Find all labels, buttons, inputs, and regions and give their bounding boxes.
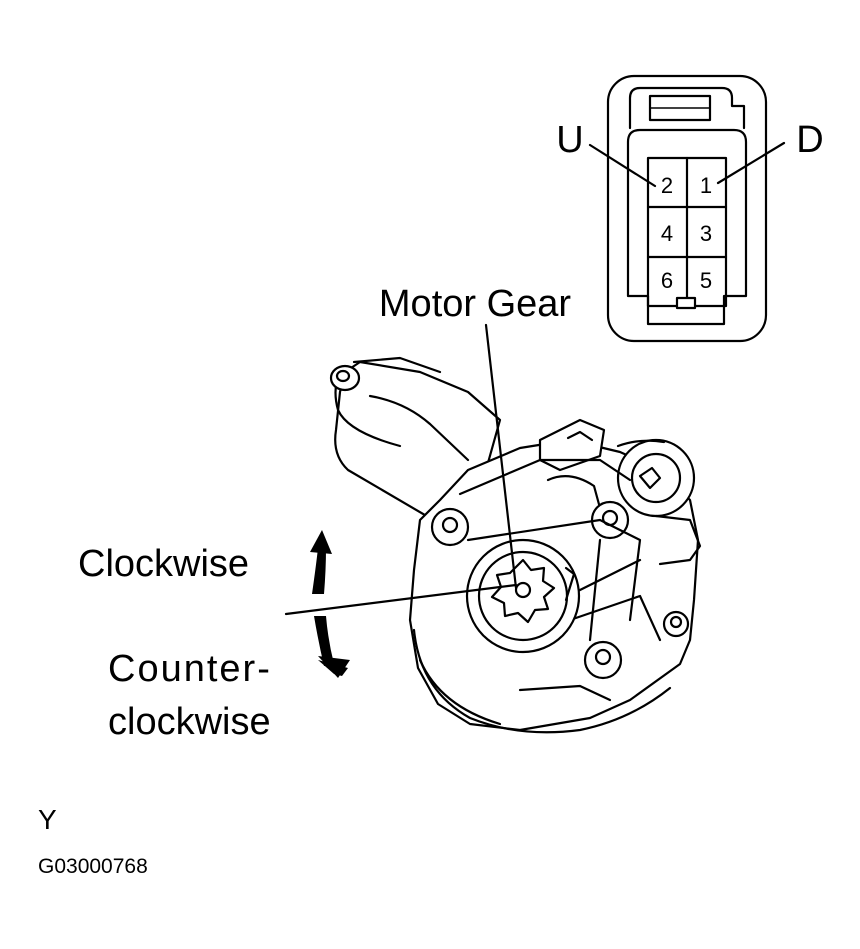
leader-motor-gear — [484, 323, 518, 590]
pin-3: 3 — [700, 221, 712, 246]
label-clockwise-2: clockwise — [108, 701, 271, 743]
figure-code: G03000768 — [38, 855, 148, 878]
pin-5: 5 — [700, 268, 712, 293]
label-clockwise: Clockwise — [78, 543, 249, 585]
bolt-side — [662, 610, 690, 638]
label-motor-gear: Motor Gear — [379, 283, 572, 325]
leader-d — [716, 141, 786, 185]
view-letter: Y — [38, 804, 57, 835]
pin-4: 4 — [661, 221, 673, 246]
clockwise-arrow-icon — [310, 530, 332, 594]
pin-2: 2 — [661, 173, 673, 198]
bolt-left — [430, 507, 470, 547]
pin-1: 1 — [700, 173, 712, 198]
pin-6: 6 — [661, 268, 673, 293]
label-counter: Counter- — [108, 648, 272, 690]
connector: 2 1 4 3 6 5 — [588, 74, 786, 343]
counterclockwise-arrow-icon — [314, 616, 350, 678]
leader-rotation — [284, 583, 518, 616]
leader-u — [588, 143, 657, 188]
motor-body — [329, 356, 702, 734]
label-d: D — [796, 119, 823, 161]
label-u: U — [556, 119, 583, 161]
motor-gear — [490, 558, 556, 624]
bolt-bottom — [583, 640, 623, 680]
locking-tab — [675, 296, 697, 310]
